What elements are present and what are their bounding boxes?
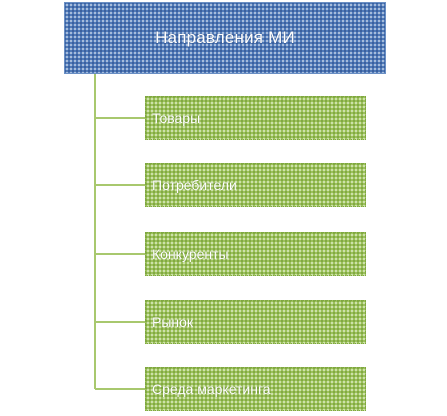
child-node-label: Рынок: [152, 314, 194, 330]
child-node-label: Потребители: [152, 177, 237, 193]
root-node-label: Направления МИ: [155, 28, 295, 47]
child-node-label: Товары: [152, 110, 201, 126]
child-node-competitors: Конкуренты: [145, 232, 366, 276]
root-node: Направления МИ: [64, 2, 386, 74]
child-node-consumers: Потребители: [145, 163, 366, 207]
child-node-label: Конкуренты: [152, 246, 229, 262]
child-node-label: Среда маркетинга: [152, 381, 271, 397]
child-node-marketing-environment: Среда маркетинга: [145, 367, 366, 411]
child-node-products: Товары: [145, 96, 366, 140]
child-node-market: Рынок: [145, 300, 366, 344]
